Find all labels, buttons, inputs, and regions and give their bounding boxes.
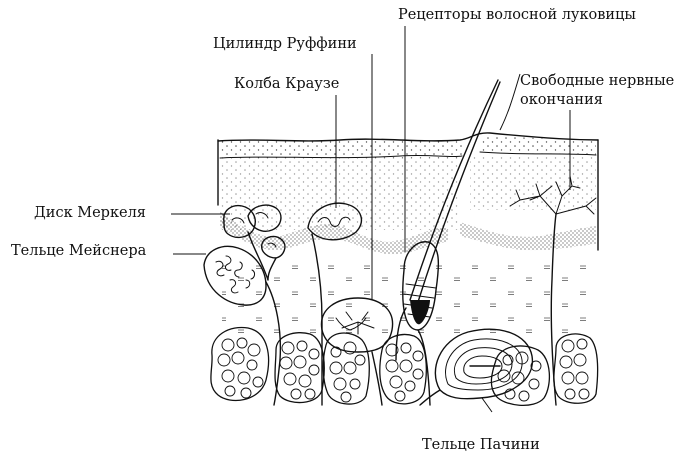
ruffini-cylinder: [320, 297, 394, 406]
pacinian-corpuscle: [419, 328, 534, 406]
basal-layer: [220, 212, 448, 255]
merkel-discs: [223, 204, 286, 281]
label-krause: Колба Краузе: [234, 76, 340, 92]
label-pacini: Тельце Пачини: [422, 437, 540, 453]
leader-lines: [171, 26, 571, 413]
stratum-corneum: [217, 132, 599, 142]
label-meissner: Тельце Мейснера: [11, 243, 147, 259]
label-merkel: Диск Меркеля: [34, 205, 146, 221]
meissner-corpuscle: [203, 245, 282, 406]
free-nerve-endings: [509, 175, 597, 406]
label-hair-receptors: Рецепторы волосной луковицы: [398, 7, 636, 23]
skin-section: [203, 79, 599, 406]
label-ruffini: Цилиндр Руффини: [213, 36, 357, 52]
label-free-endings-line2: окончания: [520, 92, 603, 108]
hair-follicle: [395, 79, 501, 406]
label-free-endings-line1: Свободные нервные: [520, 73, 675, 89]
fat-lobules: [210, 326, 599, 406]
